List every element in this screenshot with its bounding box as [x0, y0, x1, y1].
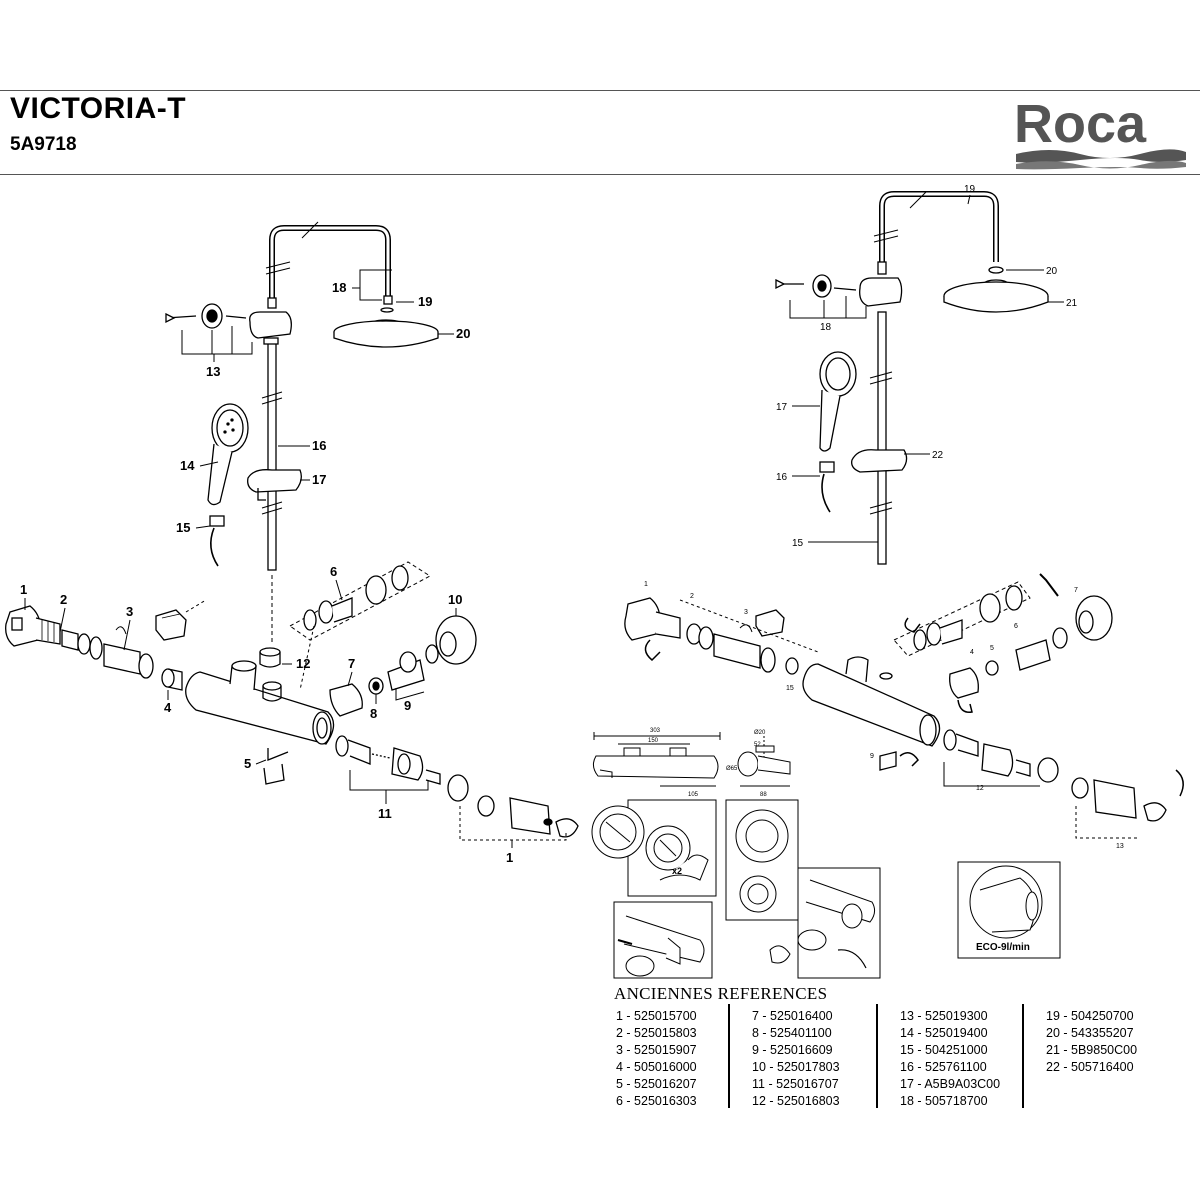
left-callout-14: 14 — [180, 458, 195, 473]
ref-item: 22 - 505716400 — [1046, 1060, 1134, 1074]
left-callout-3: 3 — [126, 604, 133, 619]
right-assembly: 19 20 21 18 17 16 22 15 1 2 3 7 4 5 6 15… — [624, 184, 1184, 850]
left-callout-9: 9 — [404, 698, 411, 713]
ref-item: 12 - 525016803 — [752, 1094, 840, 1108]
right-callout-12: 12 — [976, 785, 984, 792]
dim-52: 52 — [754, 742, 761, 748]
right-callout-15b: 15 — [786, 685, 794, 692]
ref-item: 21 - 5B9850C00 — [1046, 1043, 1138, 1057]
left-callout-5: 5 — [244, 756, 251, 771]
ref-item: 16 - 525761100 — [900, 1060, 987, 1074]
left-callout-13: 13 — [206, 364, 220, 379]
references-separator — [1022, 1004, 1024, 1108]
references-column-3: 13 - 525019300 14 - 525019400 15 - 50425… — [900, 1008, 1000, 1110]
left-callout-1b: 1 — [506, 850, 513, 865]
dim-o20: Ø20 — [754, 730, 766, 736]
right-callout-19: 19 — [964, 184, 976, 195]
left-callout-1: 1 — [20, 582, 27, 597]
ref-item: 15 - 504251000 — [900, 1043, 988, 1057]
right-callout-22: 22 — [932, 450, 944, 461]
right-callout-18: 18 — [820, 322, 832, 333]
ref-item: 17 - A5B9A03C00 — [900, 1077, 1001, 1091]
right-callout-20: 20 — [1046, 266, 1058, 277]
ref-item: 6 - 525016303 — [616, 1094, 697, 1108]
roca-logo: Roca — [1014, 94, 1186, 170]
left-callout-4: 4 — [164, 700, 172, 715]
ref-item: 2 - 525015803 — [616, 1026, 697, 1040]
right-callout-7: 7 — [1074, 587, 1078, 594]
right-callout-13: 13 — [1116, 843, 1124, 850]
left-assembly: 1 2 3 4 5 6 7 8 9 10 11 12 13 14 15 16 1… — [5, 221, 579, 865]
left-callout-19: 19 — [418, 294, 432, 309]
left-callout-15: 15 — [176, 520, 190, 535]
dim-105: 105 — [688, 792, 699, 798]
right-callout-6: 6 — [1014, 623, 1018, 630]
ref-item: 3 - 525015907 — [616, 1043, 697, 1057]
left-callout-12: 12 — [296, 656, 310, 671]
right-callout-4: 4 — [970, 649, 974, 656]
left-callout-6: 6 — [330, 564, 337, 579]
header-bottom-rule — [0, 174, 1200, 175]
left-callout-16: 16 — [312, 438, 326, 453]
ref-item: 14 - 525019400 — [900, 1026, 988, 1040]
product-code: 5A9718 — [10, 134, 77, 155]
references-separator — [728, 1004, 730, 1108]
dim-150: 150 — [648, 738, 659, 744]
right-callout-1: 1 — [644, 581, 648, 588]
ref-item: 5 - 525016207 — [616, 1077, 697, 1091]
left-callout-10: 10 — [448, 592, 462, 607]
right-callout-3: 3 — [744, 609, 748, 616]
ref-item: 9 - 525016609 — [752, 1043, 833, 1057]
right-callout-17: 17 — [776, 402, 788, 413]
left-callout-18: 18 — [332, 280, 346, 295]
left-callout-20: 20 — [456, 326, 470, 341]
right-callout-15: 15 — [792, 538, 804, 549]
ref-item: 18 - 505718700 — [900, 1094, 988, 1108]
logo-wordmark: Roca — [1014, 94, 1147, 154]
references-separator — [876, 1004, 878, 1108]
top-rule — [0, 90, 1200, 91]
ref-item: 10 - 525017803 — [752, 1060, 840, 1074]
ref-item: 11 - 525016707 — [752, 1077, 839, 1091]
references-column-2: 7 - 525016400 8 - 525401100 9 - 52501660… — [752, 1008, 840, 1110]
ref-item: 19 - 504250700 — [1046, 1009, 1134, 1023]
right-callout-16: 16 — [776, 472, 788, 483]
x2-mark: x2 — [672, 866, 682, 876]
right-callout-5: 5 — [990, 645, 994, 652]
left-callout-11: 11 — [378, 806, 392, 821]
references-column-1: 1 - 525015700 2 - 525015803 3 - 52501590… — [616, 1008, 697, 1110]
ref-item: 8 - 525401100 — [752, 1026, 832, 1040]
left-callout-7: 7 — [348, 656, 355, 671]
left-callout-17: 17 — [312, 472, 326, 487]
ref-item: 7 - 525016400 — [752, 1009, 833, 1023]
references-column-4: 19 - 504250700 20 - 543355207 21 - 5B985… — [1046, 1008, 1137, 1076]
left-callout-2: 2 — [60, 592, 67, 607]
dimension-drawings: 303 150 105 Ø20 Ø65 52 88 — [592, 728, 791, 798]
references-title: ANCIENNES REFERENCES — [614, 984, 828, 1003]
ref-item: 13 - 525019300 — [900, 1009, 988, 1023]
ref-item: 20 - 543355207 — [1046, 1026, 1134, 1040]
dim-88: 88 — [760, 792, 767, 798]
instruction-panels: x2 ECO-9l/min — [591, 799, 1061, 979]
right-callout-2: 2 — [690, 593, 694, 600]
product-title: VICTORIA-T — [10, 92, 187, 125]
eco-label: ECO-9l/min — [976, 942, 1030, 953]
left-callout-8: 8 — [370, 706, 377, 721]
right-callout-21: 21 — [1066, 298, 1078, 309]
right-callout-9: 9 — [870, 753, 874, 760]
ref-item: 1 - 525015700 — [616, 1009, 697, 1023]
dim-303: 303 — [650, 728, 661, 734]
ref-item: 4 - 505016000 — [616, 1060, 697, 1074]
dim-o65: Ø65 — [726, 766, 738, 772]
